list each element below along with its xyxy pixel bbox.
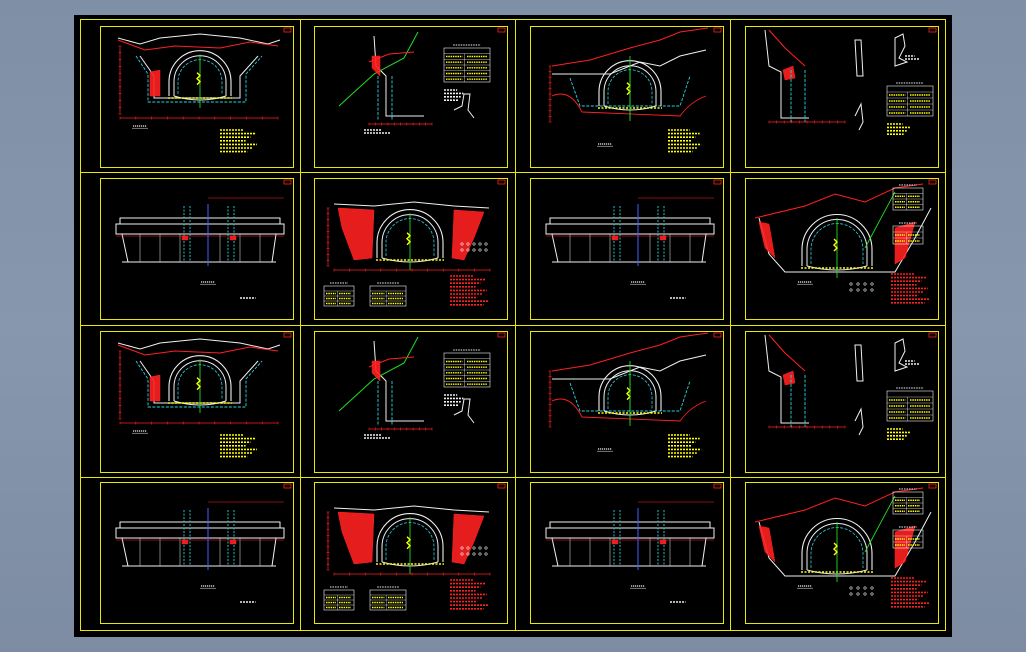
sheet-drawing [530, 178, 724, 320]
drawing-sheet-r3c3[interactable] [530, 331, 724, 473]
drawing-sheet-r1c2[interactable] [314, 26, 508, 168]
drawing-sheet-r3c1[interactable] [100, 331, 294, 473]
drawing-sheet-r1c4[interactable] [745, 26, 939, 168]
sheet-border [100, 482, 294, 624]
sheet-border [100, 331, 294, 473]
sheet-drawing [745, 26, 939, 168]
slope-detail-with-table [338, 332, 506, 439]
sheet-drawing [100, 482, 294, 624]
sheet-border [745, 482, 939, 624]
sheet-border [314, 482, 508, 624]
drawing-sheet-r4c1[interactable] [100, 482, 294, 624]
slope-detail-with-table [338, 27, 506, 134]
sheet-drawing [100, 178, 294, 320]
elevation-view [545, 483, 722, 603]
sheet-divider-line [80, 172, 946, 173]
sheet-divider-line [80, 325, 946, 326]
drawing-sheet-r4c2[interactable] [314, 482, 508, 624]
sheet-border [745, 26, 939, 168]
sheet-drawing [530, 331, 724, 473]
drawing-sheet-r2c4[interactable] [745, 178, 939, 320]
elevation-view [545, 179, 722, 299]
sheet-border [100, 26, 294, 168]
sheet-border [314, 178, 508, 320]
sheet-drawing [314, 178, 508, 320]
sheet-drawing [314, 26, 508, 168]
sheet-drawing [745, 178, 939, 320]
drawing-sheet-r1c1[interactable] [100, 26, 294, 168]
arch-cross-section-wide [117, 27, 292, 153]
drawing-sheet-r2c3[interactable] [530, 178, 724, 320]
tunnel-section-tables [323, 483, 506, 611]
drawing-sheet-r2c1[interactable] [100, 178, 294, 320]
sheet-divider-line [80, 477, 946, 478]
sheet-border [530, 482, 724, 624]
sheet-border [314, 331, 508, 473]
sheet-border [530, 26, 724, 168]
sheet-drawing [100, 26, 294, 168]
drawing-sheet-r2c2[interactable] [314, 178, 508, 320]
tunnel-section-mountain [754, 483, 937, 608]
drawing-sheet-r1c3[interactable] [530, 26, 724, 168]
tunnel-section-mountain [754, 179, 937, 304]
sheet-drawing [530, 26, 724, 168]
arch-cross-section-wide [117, 332, 292, 458]
sheet-drawing [745, 482, 939, 624]
tunnel-section-tables [323, 179, 506, 307]
drawing-sheet-r3c4[interactable] [745, 331, 939, 473]
slope-detail-right [764, 332, 937, 440]
sheet-drawing [530, 482, 724, 624]
sheet-drawing [314, 331, 508, 473]
arch-cross-section-mountain [548, 332, 722, 458]
sheet-border [530, 331, 724, 473]
sheet-border [100, 178, 294, 320]
slope-detail-right [764, 27, 937, 135]
sheet-drawing [314, 482, 508, 624]
drawing-sheet-r3c2[interactable] [314, 331, 508, 473]
drawing-sheet-r4c4[interactable] [745, 482, 939, 624]
sheet-border [745, 178, 939, 320]
sheet-border [745, 331, 939, 473]
sheet-border [530, 178, 724, 320]
sheet-border [314, 26, 508, 168]
sheet-drawing [745, 331, 939, 473]
arch-cross-section-mountain [548, 27, 722, 153]
elevation-view [115, 179, 292, 299]
elevation-view [115, 483, 292, 603]
sheet-drawing [100, 331, 294, 473]
cad-drawing-canvas[interactable] [74, 15, 952, 637]
drawing-sheet-r4c3[interactable] [530, 482, 724, 624]
